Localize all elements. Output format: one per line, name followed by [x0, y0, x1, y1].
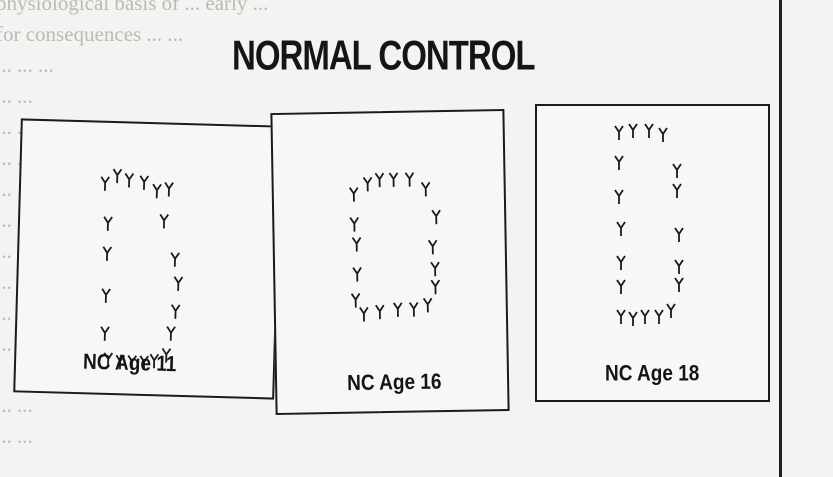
- y-receptor-icon: [171, 305, 179, 319]
- y-receptor-icon: [103, 247, 111, 261]
- y-receptor-icon: [153, 184, 161, 198]
- background-line: ... ...: [0, 390, 33, 421]
- y-receptor-icon: [432, 210, 440, 224]
- y-receptor-icon: [431, 262, 439, 276]
- panel-nc-age-11: NC Age 11: [13, 118, 282, 399]
- y-receptor-icon: [617, 280, 625, 294]
- y-receptor-icon: [645, 124, 653, 138]
- y-receptor-icon: [655, 310, 663, 324]
- y-receptor-icon: [422, 182, 430, 196]
- y-receptor-icon: [394, 303, 402, 317]
- panel-nc-age-16: NC Age 16: [270, 109, 509, 415]
- y-receptor-icon: [140, 176, 148, 190]
- receptor-layer: [272, 111, 507, 413]
- y-receptor-icon: [101, 327, 109, 341]
- y-receptor-icon: [429, 240, 437, 254]
- panel-caption: NC Age 11: [83, 350, 177, 378]
- y-receptor-icon: [615, 190, 623, 204]
- y-receptor-icon: [424, 298, 432, 312]
- panel-caption: NC Age 18: [605, 362, 699, 387]
- y-receptor-icon: [174, 277, 182, 291]
- y-receptor-icon: [389, 173, 397, 187]
- y-receptor-icon: [617, 310, 625, 324]
- background-line: ... ...: [0, 81, 33, 112]
- y-receptor-icon: [113, 169, 121, 183]
- y-receptor-icon: [673, 184, 681, 198]
- y-receptor-icon: [615, 126, 623, 140]
- y-receptor-icon: [171, 253, 179, 267]
- y-receptor-icon: [667, 304, 675, 318]
- y-receptor-icon: [615, 156, 623, 170]
- y-receptor-icon: [360, 307, 368, 321]
- y-receptor-icon: [641, 310, 649, 324]
- y-receptor-icon: [352, 294, 360, 308]
- y-receptor-icon: [675, 260, 683, 274]
- y-receptor-icon: [431, 280, 439, 294]
- y-receptor-icon: [673, 164, 681, 178]
- y-receptor-icon: [617, 256, 625, 270]
- y-receptor-icon: [375, 173, 383, 187]
- background-line: ... ...: [0, 421, 33, 452]
- y-receptor-icon: [160, 214, 168, 228]
- figure-title: NORMAL CONTROL: [232, 32, 535, 80]
- background-line: for consequences ... ...: [0, 19, 183, 50]
- y-receptor-icon: [659, 128, 667, 142]
- y-receptor-icon: [617, 222, 625, 236]
- y-receptor-icon: [353, 268, 361, 282]
- y-receptor-icon: [405, 173, 413, 187]
- y-receptor-icon: [350, 218, 358, 232]
- y-receptor-icon: [675, 278, 683, 292]
- y-receptor-icon: [104, 217, 112, 231]
- y-receptor-icon: [629, 124, 637, 138]
- y-receptor-icon: [675, 228, 683, 242]
- y-receptor-icon: [353, 238, 361, 252]
- panel-caption: NC Age 16: [347, 370, 442, 397]
- background-line: physiological basis of ... early ...: [0, 0, 268, 19]
- y-receptor-icon: [165, 182, 173, 196]
- receptor-layer: [537, 106, 768, 400]
- y-receptor-icon: [629, 312, 637, 326]
- panel-nc-age-18: NC Age 18: [535, 104, 770, 402]
- y-receptor-icon: [410, 303, 418, 317]
- y-receptor-icon: [167, 327, 175, 341]
- y-receptor-icon: [376, 305, 384, 319]
- y-receptor-icon: [102, 289, 110, 303]
- y-receptor-icon: [125, 173, 133, 187]
- y-receptor-icon: [101, 177, 109, 191]
- background-line: ... ... ...: [0, 50, 54, 81]
- page-margin-line: [779, 0, 782, 477]
- y-receptor-icon: [350, 188, 358, 202]
- y-receptor-icon: [364, 177, 372, 191]
